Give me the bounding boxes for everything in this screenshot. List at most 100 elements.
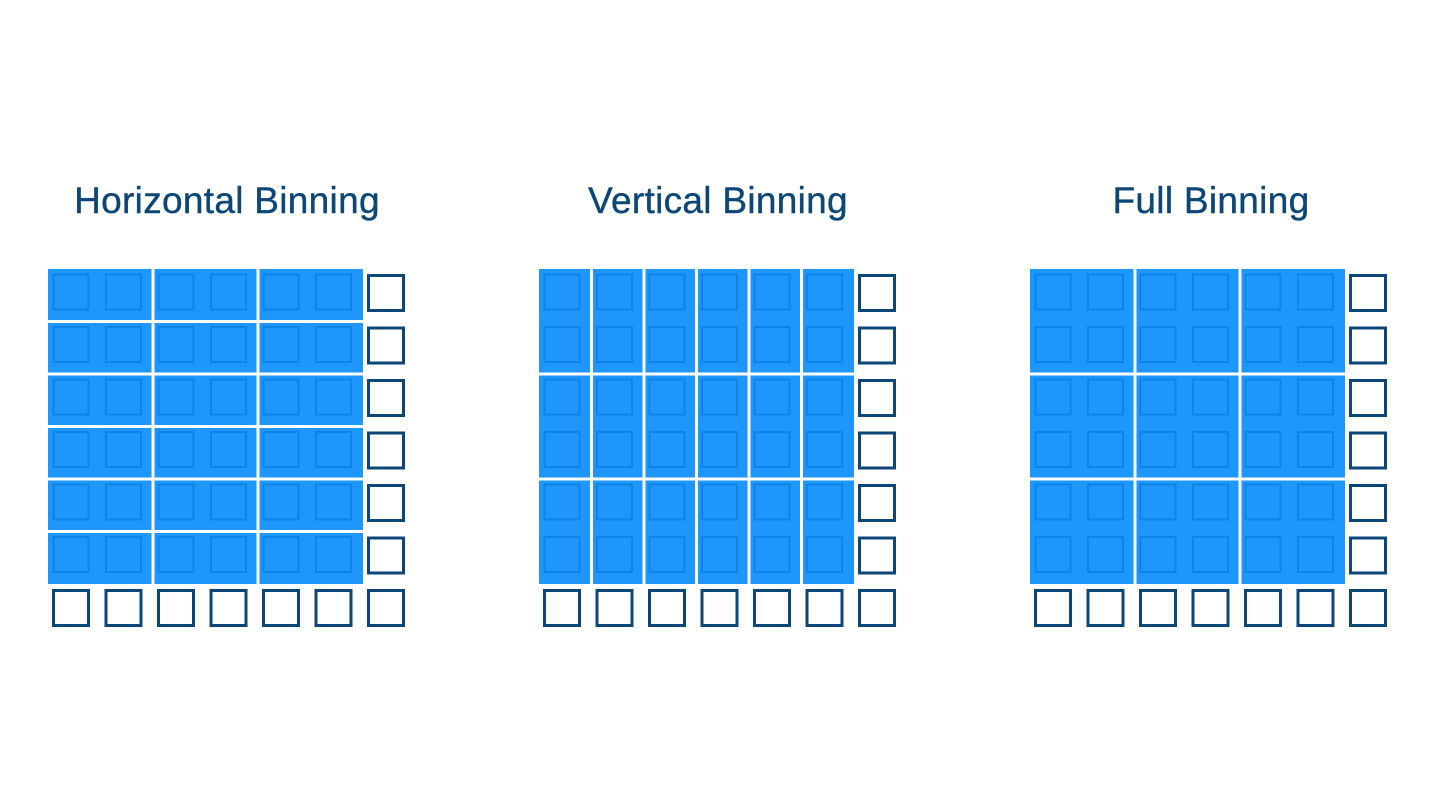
binned-pixel (52, 273, 90, 311)
binned-pixel (105, 536, 142, 573)
unbinned-pixel (367, 536, 405, 575)
full-bin-block (1136, 480, 1239, 584)
full-bin-block (1030, 375, 1134, 478)
binned-pixel (1244, 431, 1282, 468)
unbinned-pixel (1086, 589, 1125, 627)
unbinned-pixel (1349, 379, 1387, 417)
binned-pixel (262, 483, 300, 521)
binned-pixel (753, 431, 791, 468)
vertical-bin-block (593, 269, 643, 373)
horizontal-bin-block (48, 428, 152, 478)
unbinned-pixel (209, 589, 248, 627)
horizontal-bin-block (259, 428, 363, 478)
binned-pixel (262, 273, 300, 311)
binned-pixel (105, 273, 142, 311)
binned-pixel (648, 431, 686, 468)
binned-pixel (315, 483, 352, 521)
binned-pixel (596, 273, 633, 311)
unbinned-pixel (858, 589, 896, 627)
binned-pixel (157, 326, 195, 363)
binned-pixel (210, 483, 247, 521)
vertical-bin-block (593, 375, 643, 478)
binned-pixel (210, 431, 247, 468)
binned-pixel (157, 483, 195, 521)
full-bin-block (1030, 480, 1134, 584)
binned-pixel (157, 378, 195, 416)
unbinned-pixel (1139, 589, 1177, 627)
binned-pixel (210, 378, 247, 416)
binned-pixel (1192, 431, 1229, 468)
unbinned-pixel (648, 589, 686, 627)
unbinned-pixel (367, 379, 405, 417)
binned-pixel (1192, 273, 1229, 311)
horizontal-bin-block (154, 269, 257, 320)
binned-pixel (753, 483, 791, 521)
unbinned-pixel (1034, 589, 1072, 627)
binned-pixel (1297, 483, 1334, 521)
binned-pixel (648, 273, 686, 311)
full-bin-block (1030, 269, 1134, 373)
unbinned-pixel (858, 484, 896, 522)
unbinned-pixel (262, 589, 300, 627)
binned-pixel (701, 431, 738, 468)
binned-pixel (1192, 536, 1229, 573)
binned-pixel (753, 378, 791, 416)
full-bin-block (1241, 269, 1345, 373)
binned-pixel (1244, 536, 1282, 573)
binned-pixel (1034, 326, 1072, 363)
unbinned-pixel (595, 589, 634, 627)
binned-pixel (1034, 273, 1072, 311)
binned-pixel (1087, 326, 1124, 363)
full-bin-block (1241, 375, 1345, 478)
binned-pixel (1297, 273, 1334, 311)
horizontal-bin-block (48, 480, 152, 530)
binned-pixel (315, 326, 352, 363)
binned-pixel (262, 326, 300, 363)
horizontal-bin-block (48, 533, 152, 584)
binned-pixel (806, 273, 843, 311)
binned-pixel (1244, 378, 1282, 416)
binned-pixel (210, 273, 247, 311)
horizontal-bin-block (154, 323, 257, 373)
vertical-bin-block (593, 480, 643, 584)
horizontal-bin-block (259, 533, 363, 584)
unbinned-pixel (753, 589, 791, 627)
binned-pixel (701, 483, 738, 521)
binned-pixel (105, 431, 142, 468)
binned-pixel (543, 536, 581, 573)
vertical-bin-block (539, 269, 590, 373)
binned-pixel (648, 378, 686, 416)
binned-pixel (1034, 431, 1072, 468)
vertical-bin-block (803, 269, 854, 373)
binned-pixel (105, 378, 142, 416)
binned-pixel (701, 536, 738, 573)
binned-pixel (543, 378, 581, 416)
horizontal-bin-block (48, 323, 152, 373)
binned-pixel (1139, 536, 1177, 573)
binned-pixel (1087, 378, 1124, 416)
binned-pixel (1087, 536, 1124, 573)
binned-pixel (52, 483, 90, 521)
binned-pixel (1244, 273, 1282, 311)
binned-pixel (210, 326, 247, 363)
binned-pixel (806, 536, 843, 573)
unbinned-pixel (858, 431, 896, 470)
binned-pixel (596, 326, 633, 363)
binned-pixel (1087, 483, 1124, 521)
binned-pixel (262, 431, 300, 468)
unbinned-pixel (367, 589, 405, 627)
vertical-bin-block (645, 269, 695, 373)
vertical-bin-block (803, 375, 854, 478)
binned-pixel (1087, 431, 1124, 468)
full-bin-block (1136, 269, 1239, 373)
binned-pixel (315, 536, 352, 573)
unbinned-pixel (52, 589, 90, 627)
binned-pixel (262, 378, 300, 416)
vertical-bin-block (698, 269, 748, 373)
binned-pixel (753, 536, 791, 573)
vertical-bin-block (803, 480, 854, 584)
binned-pixel (648, 483, 686, 521)
binned-pixel (157, 273, 195, 311)
unbinned-pixel (543, 589, 581, 627)
binned-pixel (753, 326, 791, 363)
